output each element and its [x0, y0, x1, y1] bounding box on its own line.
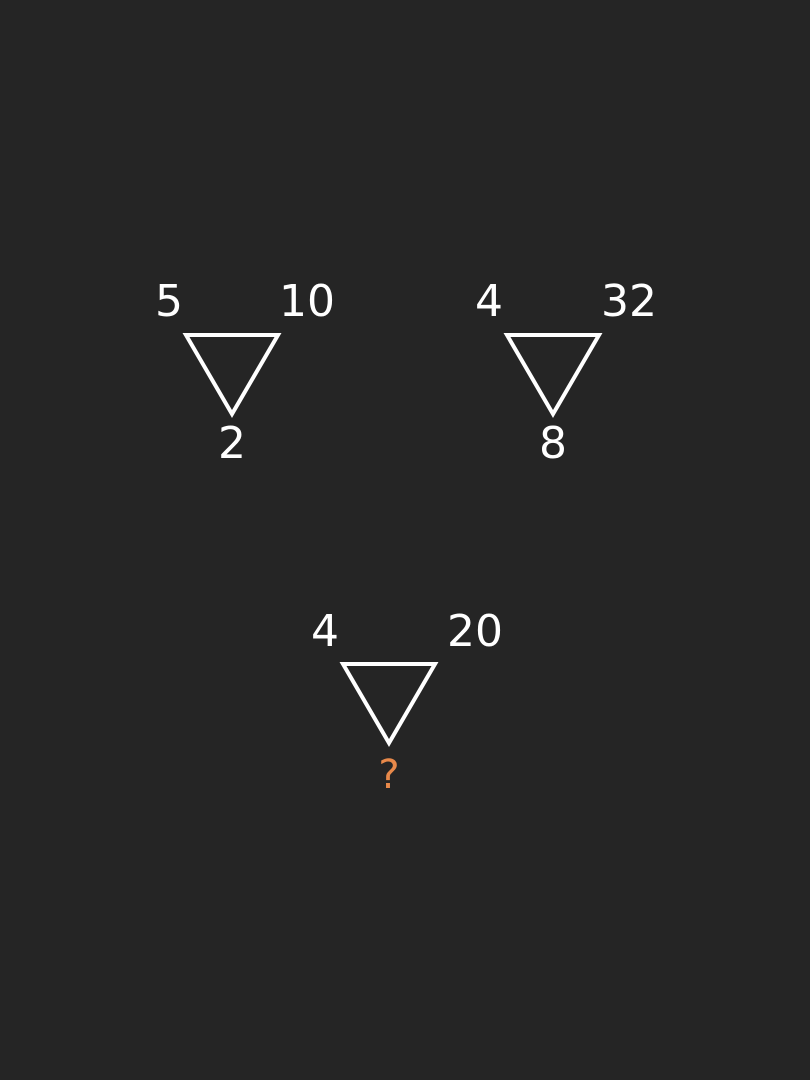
triangle-group-3: 4 20 ? — [289, 599, 503, 799]
triangle-2-top-left: 4 — [475, 276, 503, 327]
triangle-1-top-left: 5 — [155, 276, 183, 327]
triangle-1-shape — [182, 333, 282, 418]
triangle-1-bottom: 2 — [218, 418, 246, 469]
triangle-group-2: 4 32 8 — [453, 270, 657, 470]
triangle-3-top-right: 20 — [447, 606, 503, 657]
triangle-3-shape — [339, 662, 439, 747]
triangle-2-shape — [503, 333, 603, 418]
triangle-3-top-left: 4 — [311, 606, 339, 657]
triangle-1-top-right: 10 — [279, 276, 335, 327]
triangle-3-bottom-unknown: ? — [378, 752, 400, 798]
triangle-2-top-right: 32 — [601, 276, 657, 327]
triangle-2-bottom: 8 — [539, 418, 567, 469]
triangle-group-1: 5 10 2 — [132, 270, 335, 470]
